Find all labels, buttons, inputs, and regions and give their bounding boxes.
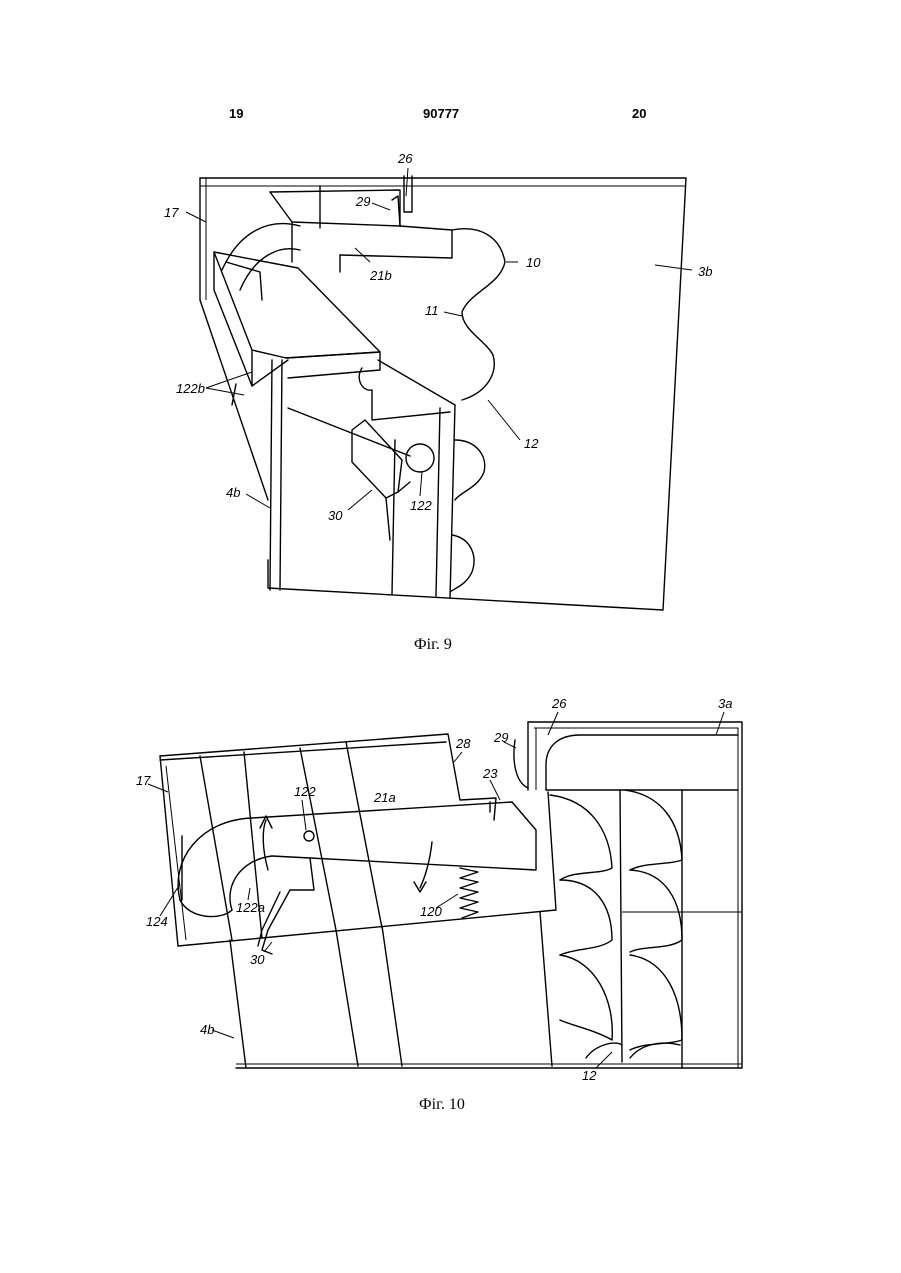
fig9-label-30: 30 bbox=[328, 508, 343, 523]
fig10-label-122: 122 bbox=[294, 784, 316, 799]
fig10-label-28: 28 bbox=[455, 736, 471, 751]
fig9-label-3b: 3b bbox=[698, 264, 712, 279]
fig10-label-3a: 3a bbox=[718, 696, 732, 711]
fig9-label-10: 10 bbox=[526, 255, 541, 270]
fig10-label-4b: 4b bbox=[200, 1022, 214, 1037]
fig9-label-122: 122 bbox=[410, 498, 432, 513]
fig9-label-11: 11 bbox=[425, 303, 439, 318]
fig9-label-4b: 4b bbox=[226, 485, 240, 500]
fig10-label-23: 23 bbox=[482, 766, 498, 781]
figure-10-caption: Фіг. 10 bbox=[419, 1096, 465, 1114]
figure-10-drawing: 26 3a 29 28 23 17 122 21a 124 122a 120 3… bbox=[136, 696, 742, 1083]
fig10-label-120: 120 bbox=[420, 904, 442, 919]
fig9-label-17: 17 bbox=[164, 205, 179, 220]
fig9-label-12: 12 bbox=[524, 436, 539, 451]
fig9-label-122b: 122b bbox=[176, 381, 205, 396]
fig10-label-122a: 122a bbox=[236, 900, 265, 915]
fig9-label-21b: 21b bbox=[369, 268, 392, 283]
fig10-label-17: 17 bbox=[136, 773, 151, 788]
fig10-label-124: 124 bbox=[146, 914, 168, 929]
fig9-label-29: 29 bbox=[355, 194, 370, 209]
fig10-label-26: 26 bbox=[551, 696, 567, 711]
fig10-label-30: 30 bbox=[250, 952, 265, 967]
fig9-label-26: 26 bbox=[397, 151, 413, 166]
figure-9-caption: Фіг. 9 bbox=[414, 636, 452, 654]
fig10-label-12: 12 bbox=[582, 1068, 597, 1083]
figure-9-drawing: 26 29 17 21b 10 3b 11 122b 12 4b 30 122 bbox=[164, 151, 712, 610]
fig10-label-29: 29 bbox=[493, 730, 508, 745]
fig10-label-21a: 21a bbox=[373, 790, 396, 805]
